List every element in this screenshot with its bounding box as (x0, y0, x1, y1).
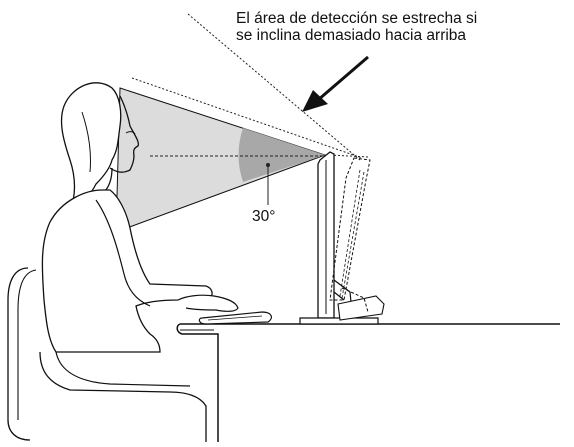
person-face (109, 95, 140, 173)
angle-label: 30° (252, 208, 276, 225)
keyboard-keys (207, 315, 263, 321)
monitor-tilted-inner (339, 169, 365, 299)
person-torso (41, 189, 213, 353)
person-hair-strand (81, 111, 91, 173)
tilted-line-center (329, 154, 369, 158)
desk-top (176, 323, 560, 442)
annotation-line-2: se inclina demasiado hacia arriba (236, 27, 467, 44)
person-hand (177, 294, 239, 312)
tilted-line-lower (131, 77, 363, 159)
tilted-line-upper (187, 13, 361, 161)
monitor-tilted-outline (329, 157, 371, 301)
angle-wedge (238, 128, 325, 182)
chair-back (7, 267, 31, 441)
chair-back-inner (17, 269, 37, 420)
person-leg (55, 351, 191, 387)
angle-pointer-dot (266, 163, 270, 167)
person-arm (95, 199, 151, 307)
annotation-line-1: El área de detección se estrecha si (236, 10, 478, 27)
monitor-base (299, 317, 379, 325)
arrow-shaft (317, 55, 369, 102)
arrow-head (302, 90, 328, 112)
detection-cone (115, 87, 327, 233)
annotation-text: El área de detección se estrecha si se i… (236, 10, 572, 44)
chair-seat (39, 351, 207, 442)
person-eye (125, 131, 136, 135)
monitor-foot (337, 295, 385, 321)
